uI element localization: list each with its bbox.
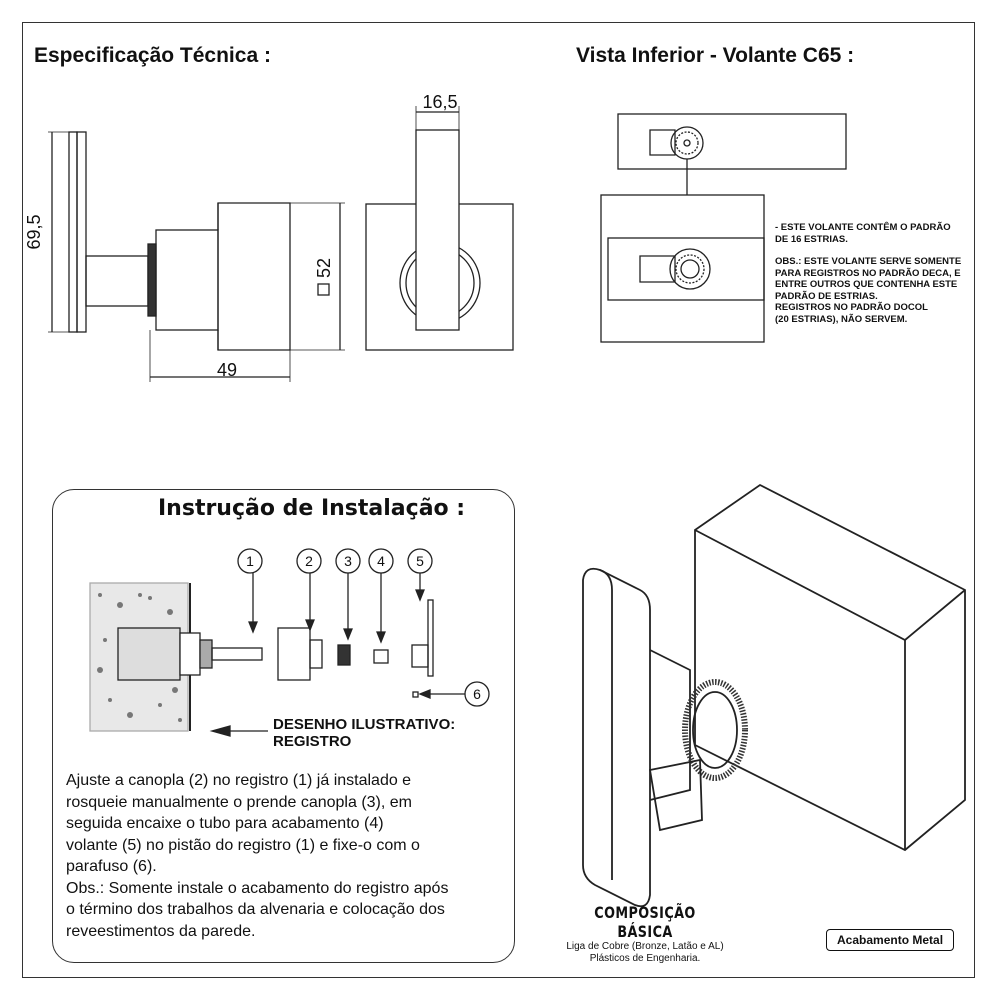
installation-title: Instrução de Instalação : — [158, 496, 466, 521]
side-view-drawing: 69,5 49 52 — [24, 131, 345, 382]
spec-title: Especificação Técnica : — [34, 44, 271, 67]
part-2-label: 2 — [305, 553, 313, 569]
note-line: DE 16 ESTRIAS. — [775, 233, 848, 245]
composition-line: Liga de Cobre (Bronze, Latão e AL) — [566, 941, 724, 952]
dim-height: 69,5 — [24, 214, 44, 249]
illustration-label: DESENHO ILUSTRATIVO: REGISTRO — [273, 716, 455, 750]
installation-panel — [52, 489, 515, 963]
volante-notes: - ESTE VOLANTE CONTÊM O PADRÃO DE 16 EST… — [775, 222, 985, 325]
note-spacer — [775, 245, 985, 256]
composition-line: Plásticos de Engenharia. — [589, 953, 701, 964]
note-line: PADRÃO DE ESTRIAS. — [775, 290, 878, 302]
front-view-drawing: 16,5 — [365, 92, 514, 351]
illustration-label-line: DESENHO ILUSTRATIVO: — [273, 716, 456, 733]
installation-instructions: Ajuste a canopla (2) no registro (1) já … — [66, 770, 506, 942]
instruction-line: volante (5) no pistão do registro (1) e … — [66, 836, 420, 854]
note-line: REGISTROS NO PADRÃO DOCOL — [775, 302, 928, 313]
note-line: (20 ESTRIAS), NÃO SERVEM. — [775, 313, 908, 325]
finish-badge: Acabamento Metal — [826, 929, 955, 951]
instruction-line: o término dos trabalhos da alvenaria e c… — [66, 901, 445, 918]
part-4-label: 4 — [377, 553, 385, 569]
bottom-view-drawing — [600, 113, 847, 343]
part-6-label: 6 — [473, 686, 481, 702]
dim-square: 52 — [314, 258, 334, 278]
part-1-label: 1 — [246, 553, 254, 569]
page-frame — [22, 22, 975, 978]
product-isometric-drawing — [582, 483, 966, 908]
instruction-line: parafuso (6). — [66, 858, 157, 875]
installation-drawing: 1 2 3 4 5 6 — [89, 548, 490, 737]
note-line: - ESTE VOLANTE CONTÊM O PADRÃO — [775, 222, 951, 233]
illustration-label-line: REGISTRO — [273, 733, 352, 750]
part-5-label: 5 — [416, 553, 424, 569]
dim-width-top: 16,5 — [422, 92, 457, 112]
note-line: ENTRE OUTROS QUE CONTENHA ESTE — [775, 279, 958, 290]
note-line: PARA REGISTROS NO PADRÃO DECA, E — [775, 267, 961, 279]
instruction-line: Ajuste a canopla (2) no registro (1) já … — [66, 772, 412, 789]
instruction-line: seguida encaixe o tubo para acabamento (… — [66, 815, 384, 832]
dim-depth: 49 — [217, 360, 237, 380]
bottom-view-title: Vista Inferior - Volante C65 : — [576, 44, 855, 67]
note-line: OBS.: ESTE VOLANTE SERVE SOMENTE — [775, 256, 962, 267]
composition-block: COMPOSIÇÃO BÁSICA Liga de Cobre (Bronze,… — [560, 903, 730, 965]
instruction-line: Obs.: Somente instale o acabamento do re… — [66, 879, 449, 897]
part-3-label: 3 — [344, 553, 352, 569]
composition-title: COMPOSIÇÃO BÁSICA — [594, 903, 696, 941]
instruction-line: reveestimentos da parede. — [66, 922, 256, 940]
instruction-line: rosqueie manualmente o prende canopla (3… — [66, 793, 412, 811]
